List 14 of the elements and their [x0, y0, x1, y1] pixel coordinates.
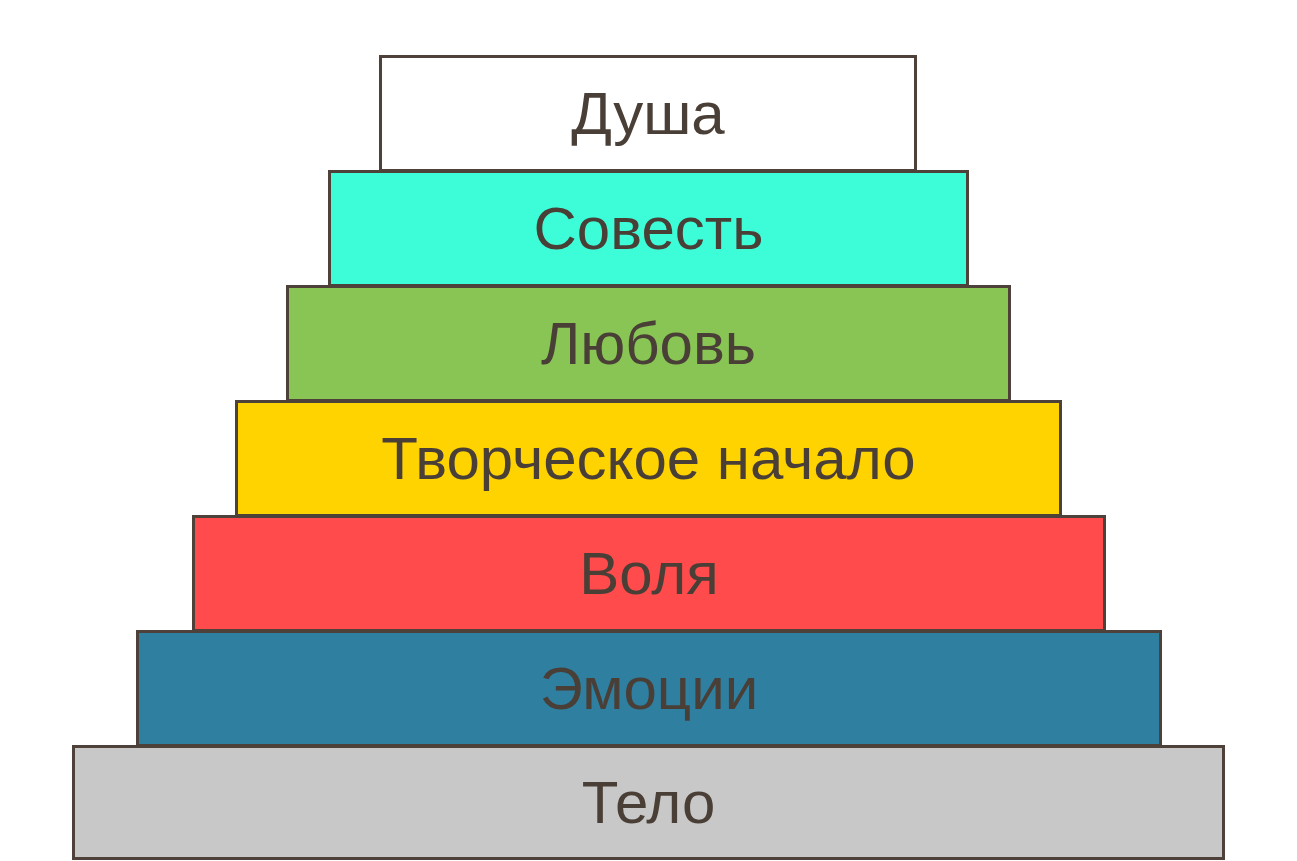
- step-label: Творческое начало: [381, 428, 916, 489]
- step-label: Любовь: [540, 313, 757, 374]
- pyramid-step: [136, 630, 1162, 747]
- pyramid-step: [235, 400, 1062, 517]
- pyramid-step: [286, 285, 1011, 402]
- pyramid-step: [72, 745, 1225, 860]
- step-label: Эмоции: [539, 658, 759, 719]
- step-label: Воля: [579, 543, 719, 604]
- step-label: Совесть: [533, 198, 764, 259]
- pyramid-step: [379, 55, 917, 172]
- pyramid-step: [192, 515, 1106, 632]
- step-label: Тело: [581, 772, 716, 833]
- step-label: Душа: [571, 83, 725, 144]
- pyramid-step: [328, 170, 969, 287]
